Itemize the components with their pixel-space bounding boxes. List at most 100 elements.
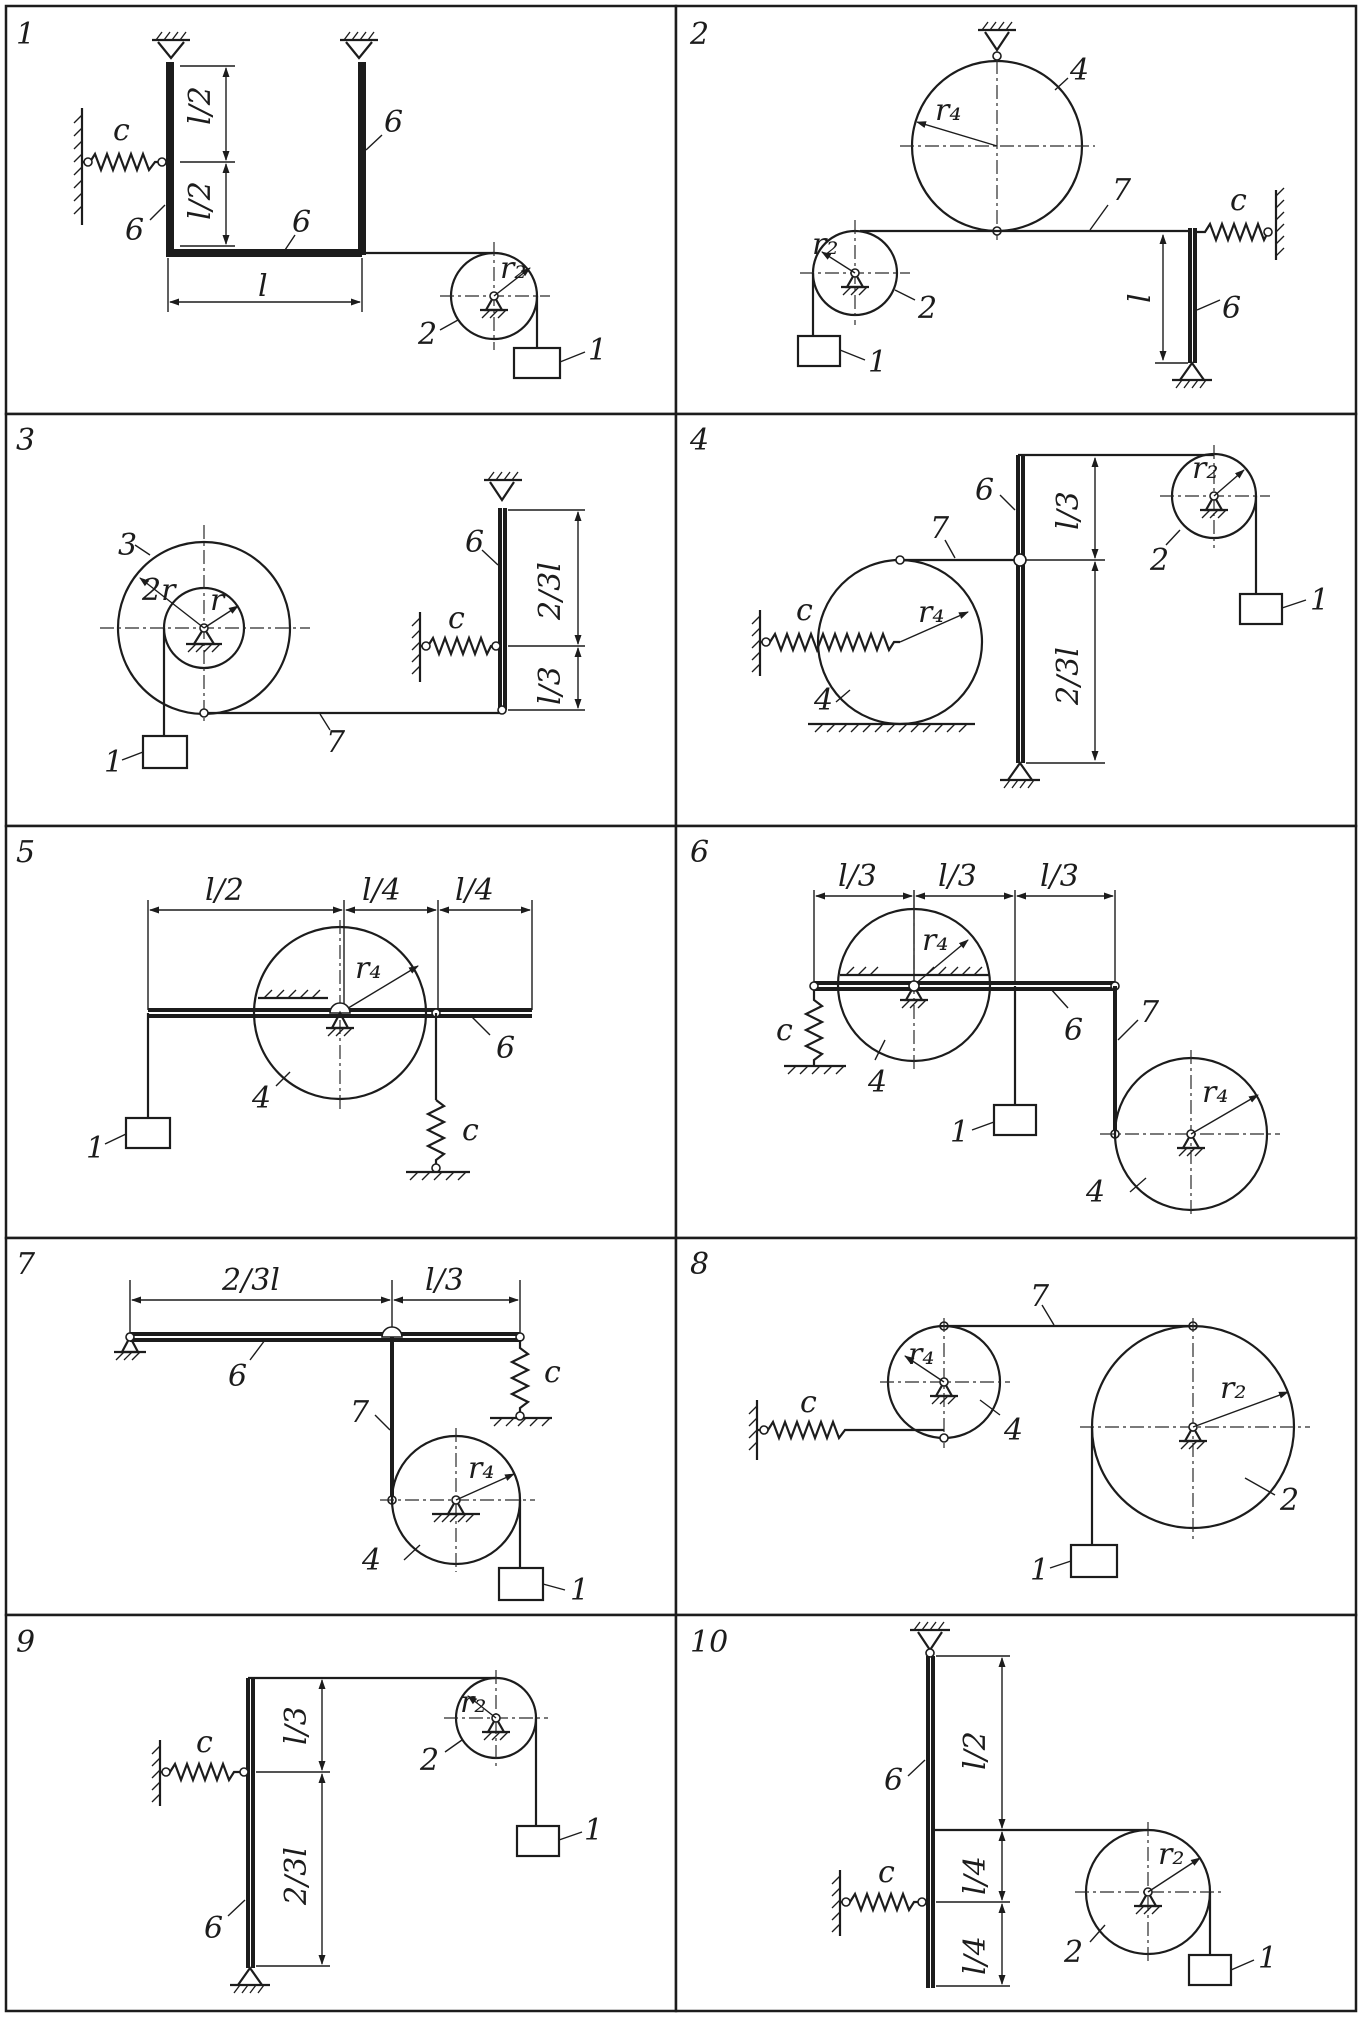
label-weight-1: 1 xyxy=(1030,1553,1049,1588)
label-r2: r₂ xyxy=(1158,1837,1184,1872)
label-c: c xyxy=(196,1725,213,1760)
panel-7: 7 2/3l l/3 6 c 7 xyxy=(16,1247,589,1608)
spring xyxy=(425,1099,447,1166)
dim-2-3l: 2/3l xyxy=(1051,647,1086,706)
label-r4: r₄ xyxy=(1202,1075,1228,1110)
label-c: c xyxy=(448,601,465,636)
panel-3: 3 2r r 3 1 7 6 xyxy=(16,423,585,780)
label-disc-4: 4 xyxy=(813,683,833,718)
label-disc-2: 2 xyxy=(1149,543,1169,578)
spring xyxy=(82,150,168,174)
panel-2: 2 r₄ 4 7 6 c xyxy=(689,17,1285,389)
dim-l-quarter: l/4 xyxy=(958,1856,993,1895)
weight-1 xyxy=(141,734,189,770)
label-r4: r₄ xyxy=(922,923,948,958)
label-weight-1: 1 xyxy=(1258,1941,1277,1976)
label-weight-1: 1 xyxy=(86,1131,105,1166)
label-c: c xyxy=(796,593,813,628)
dim-l-quarter: l/4 xyxy=(455,873,494,908)
panel-number: 10 xyxy=(690,1625,728,1660)
dim-l-half: l/2 xyxy=(183,86,218,125)
fixed-support-icon xyxy=(152,31,190,60)
label-r4: r₄ xyxy=(355,951,381,986)
label-belt-7: 7 xyxy=(1112,173,1132,208)
spring xyxy=(160,1760,248,1784)
label-disc-4: 4 xyxy=(251,1081,271,1116)
spring xyxy=(760,630,900,654)
spring xyxy=(509,1340,531,1416)
spring xyxy=(420,634,500,658)
panel-4: 4 6 l/3 2/3l r₂ 2 1 xyxy=(689,423,1329,789)
spring xyxy=(1195,220,1270,244)
dim-l: l xyxy=(1123,293,1158,303)
weight-1 xyxy=(992,1103,1038,1137)
panel-10: 10 6 l/2 l/4 l/4 c xyxy=(690,1621,1277,1988)
label-weight-1: 1 xyxy=(570,1573,589,1608)
label-c: c xyxy=(1230,183,1247,218)
label-c: c xyxy=(800,1385,817,1420)
label-2r: 2r xyxy=(141,573,177,608)
label-r: r xyxy=(210,583,226,618)
weight-1 xyxy=(515,1824,561,1858)
label-rod-6: 6 xyxy=(884,1763,903,1798)
label-rod-6: 6 xyxy=(204,1911,223,1946)
label-r2: r₂ xyxy=(812,227,838,262)
label-disc-4: 4 xyxy=(867,1065,887,1100)
weight-1 xyxy=(796,334,842,368)
panel-number: 3 xyxy=(16,423,35,458)
rod-6 xyxy=(166,62,362,257)
dim-2-3l: 2/3l xyxy=(533,562,568,621)
dim-l-third: l/3 xyxy=(838,859,877,894)
label-r2: r₂ xyxy=(500,251,526,286)
weight-1 xyxy=(1069,1543,1119,1579)
label-rod-6: 6 xyxy=(125,213,144,248)
panel-number: 9 xyxy=(16,1625,35,1660)
label-r2: r₂ xyxy=(460,1685,486,1720)
label-r4: r₄ xyxy=(908,1337,934,1372)
label-disc-2: 2 xyxy=(419,1743,439,1778)
weight-1 xyxy=(1187,1953,1233,1987)
label-weight-1: 1 xyxy=(584,1813,603,1848)
label-weight-1: 1 xyxy=(1310,583,1329,618)
weight-1 xyxy=(497,1566,545,1602)
fixed-support-icon xyxy=(1000,761,1040,789)
weight-1 xyxy=(124,1116,172,1150)
label-weight-1: 1 xyxy=(950,1115,969,1150)
dim-2-3l: 2/3l xyxy=(279,1847,314,1906)
panel-8: 8 7 r₄ 4 c r₂ 2 xyxy=(690,1247,1310,1588)
label-r2: r₂ xyxy=(1192,451,1218,486)
label-r4: r₄ xyxy=(468,1451,494,1486)
spring xyxy=(757,1418,944,1442)
panel-number: 7 xyxy=(16,1247,36,1282)
panel-number: 6 xyxy=(690,835,709,870)
label-rod-7: 7 xyxy=(1140,995,1160,1030)
panel-number: 4 xyxy=(689,423,709,458)
label-c: c xyxy=(462,1113,479,1148)
dim-l-quarter: l/4 xyxy=(362,873,401,908)
panel-number: 5 xyxy=(16,835,35,870)
panel-6: 6 l/3 l/3 l/3 r₄ 4 6 c xyxy=(690,835,1280,1218)
spring xyxy=(803,990,825,1066)
dim-l-half: l/2 xyxy=(958,1731,993,1770)
label-c: c xyxy=(878,1855,895,1890)
panel-1: 1 c l/2 l/2 xyxy=(16,17,607,380)
panel-number: 1 xyxy=(16,17,35,52)
label-belt-7: 7 xyxy=(930,511,950,546)
dim-2-3l: 2/3l xyxy=(221,1263,280,1298)
label-rod-6: 6 xyxy=(292,205,311,240)
label-disc-4: 4 xyxy=(361,1543,381,1578)
fixed-support-icon xyxy=(484,471,522,502)
label-rod-6: 6 xyxy=(228,1359,247,1394)
dim-l-third: l/3 xyxy=(425,1263,464,1298)
label-rod-6: 6 xyxy=(975,473,994,508)
fixed-support-icon xyxy=(340,31,378,60)
label-c: c xyxy=(544,1355,561,1390)
label-belt-7: 7 xyxy=(326,725,346,760)
weight-1 xyxy=(1238,592,1284,626)
label-disc-4: 4 xyxy=(1085,1175,1105,1210)
panel-9: 9 6 l/3 2/3l c r₂ xyxy=(16,1625,603,1994)
label-r4: r₄ xyxy=(918,595,944,630)
dim-l-third: l/3 xyxy=(938,859,977,894)
weight-1 xyxy=(512,346,562,380)
spring xyxy=(840,1890,928,1914)
